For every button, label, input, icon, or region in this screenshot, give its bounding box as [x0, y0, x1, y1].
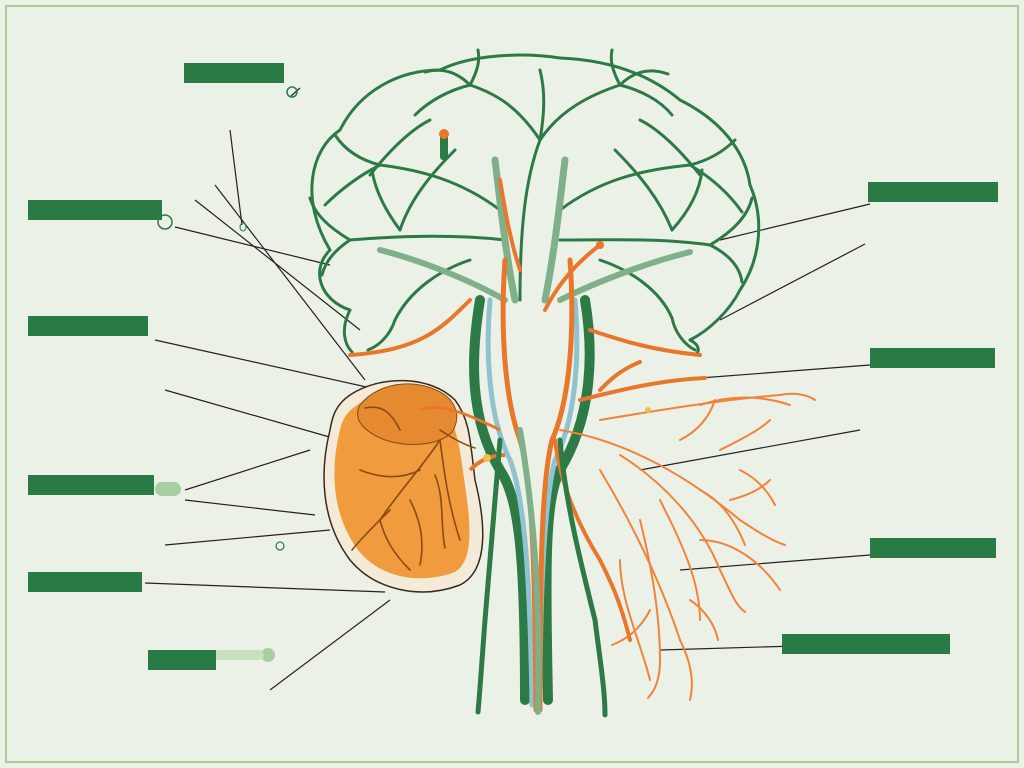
callout-title-bottom-left [28, 572, 142, 592]
probe-icon [155, 482, 181, 496]
callout-title-left-3 [28, 475, 154, 495]
marker-dot-icon [275, 541, 285, 551]
node-cap-icon [439, 129, 449, 139]
callout-title-right-2 [870, 348, 995, 368]
marker-dot-icon [239, 222, 247, 232]
nerve-trunk [491, 156, 569, 304]
callout-title-right-1 [868, 182, 998, 202]
nerve-trunk [377, 247, 693, 303]
callout-title-top-left [184, 63, 284, 83]
node-cap-icon [483, 454, 491, 462]
callout-title-bottom-mid [148, 650, 216, 670]
organ [323, 379, 506, 593]
node-cap-icon [596, 241, 604, 249]
green-nerve [557, 437, 608, 718]
marker-dot-icon [157, 214, 173, 230]
callout-title-left-1 [28, 200, 162, 220]
callout-title-right-3 [870, 538, 996, 558]
descending-trunks [469, 257, 595, 715]
nerve-tendrils [559, 392, 816, 701]
leader-lines [144, 87, 871, 691]
probe-icon [214, 650, 264, 660]
orange-nerves [348, 178, 707, 402]
diagram-border [5, 5, 1019, 763]
green-nerve [475, 437, 503, 715]
brain-canopy [308, 48, 761, 357]
callout-title-left-2 [28, 316, 148, 336]
marker-dot-icon [286, 86, 298, 98]
node-cap-icon [645, 407, 651, 413]
callout-title-right-4 [782, 634, 950, 654]
probe-icon [261, 648, 275, 662]
